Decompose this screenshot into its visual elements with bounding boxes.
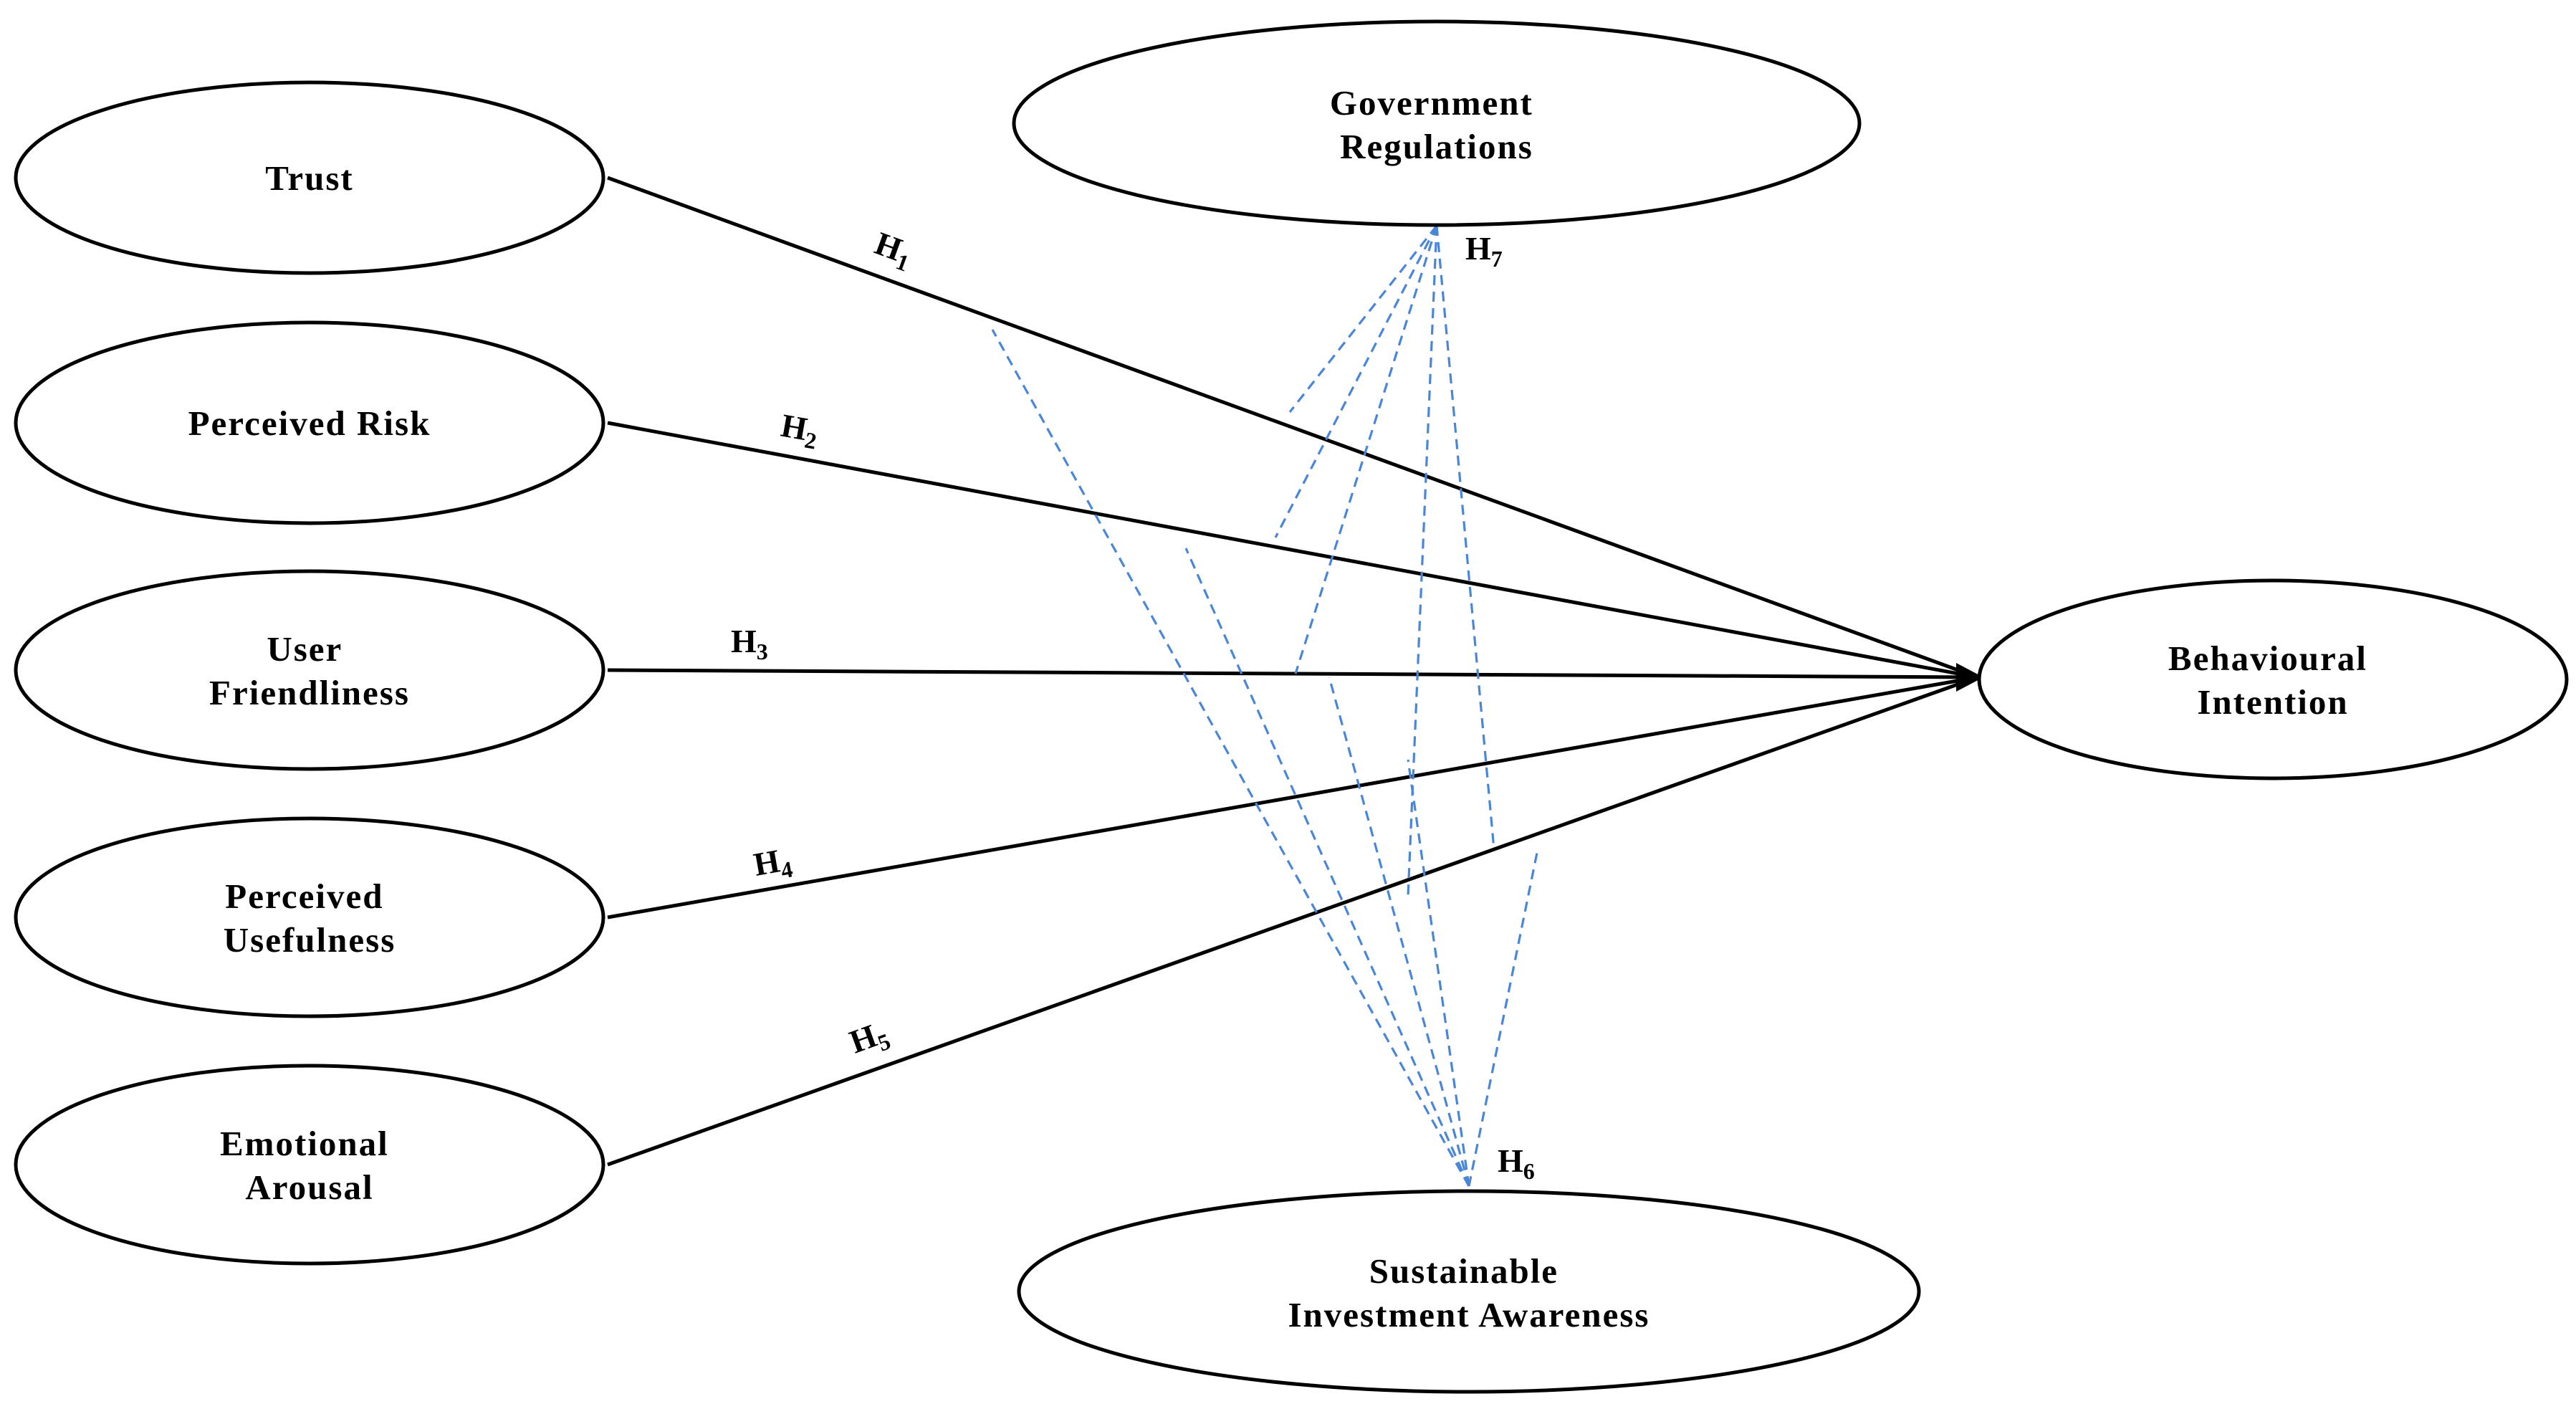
node-perceived-risk-label: Perceived Risk (188, 403, 431, 443)
solid-paths (607, 176, 1983, 1167)
node-government-regulations-line1: Government (1330, 83, 1533, 123)
hypothesis-label-h7: H7 (1465, 230, 1503, 272)
dashed-gov-1 (1288, 225, 1438, 413)
node-trust: Trust (14, 80, 605, 275)
hypothesis-label-h6: H6 (1498, 1142, 1535, 1184)
h4-letter: H (751, 842, 782, 882)
dashed-sia-3 (1328, 677, 1470, 1187)
node-sia-line2: Investment Awareness (1288, 1295, 1649, 1334)
node-perceived-risk: Perceived Risk (14, 320, 605, 525)
dashed-gov-5 (1435, 225, 1495, 850)
h2-sub: 2 (803, 427, 818, 454)
path-risk-to-intention (607, 421, 1978, 679)
hypothesis-label-h2: H2 (777, 407, 821, 454)
path-friendliness-to-intention (607, 668, 1978, 679)
h3-letter: H (731, 623, 757, 659)
dashed-gov-2 (1274, 225, 1438, 538)
node-user-friendliness: User Friendliness (14, 569, 605, 771)
node-sustainable-investment-awareness: Sustainable Investment Awareness (1017, 1189, 1921, 1394)
path-trust-to-intention (607, 176, 1978, 679)
dashed-sia-2 (1184, 548, 1470, 1187)
svg-text:Trust: Trust (265, 158, 353, 198)
hypothesis-label-h3: H3 (731, 623, 768, 664)
node-trust-label: Trust (265, 158, 353, 198)
hypothesis-label-h1: H1 (868, 224, 917, 276)
node-sia-line1: Sustainable (1369, 1251, 1558, 1291)
node-perceived-usefulness-line1: Perceived (225, 877, 383, 916)
node-government-regulations-line2: Regulations (1340, 127, 1533, 166)
hypothesis-label-h5: H5 (845, 1013, 894, 1065)
dashed-gov-3 (1294, 225, 1438, 674)
node-emotional-arousal-line1: Emotional (220, 1124, 389, 1163)
svg-text:Perceived Usefulness: Perceived Usefulness (224, 877, 396, 960)
h7-sub: 7 (1491, 246, 1503, 272)
svg-text:User Friendliness: User Friendliness (209, 629, 410, 712)
arrowhead-intention (1956, 663, 1983, 692)
node-behavioural-intention: Behavioural Intention (1977, 578, 2569, 780)
node-perceived-usefulness-line2: Usefulness (224, 920, 396, 960)
h6-sub: 6 (1523, 1158, 1535, 1184)
h7-letter: H (1465, 230, 1491, 267)
node-behavioural-intention-line2: Intention (2197, 682, 2348, 722)
node-user-friendliness-line2: Friendliness (209, 673, 410, 712)
svg-text:Government Regulations: Government Regulations (1330, 83, 1543, 166)
svg-text:Behavioural Intention: Behavioural Intention (2168, 639, 2378, 722)
node-emotional-arousal-line2: Arousal (245, 1167, 373, 1207)
moderation-paths (991, 225, 1538, 1187)
h3-sub: 3 (757, 639, 768, 664)
svg-text:Perceived Risk: Perceived Risk (188, 403, 431, 443)
node-perceived-usefulness: Perceived Usefulness (14, 816, 605, 1018)
dashed-sia-5 (1467, 852, 1538, 1187)
path-arousal-to-intention (607, 675, 1978, 1167)
node-behavioural-intention-line1: Behavioural (2168, 639, 2367, 678)
svg-text:Emotional Arousal: Emotional Arousal (220, 1124, 399, 1207)
hypothesis-label-h4: H4 (751, 841, 795, 888)
svg-text:Sustainable Investment A: Sustainable Investment Awareness (1288, 1251, 1649, 1334)
dashed-gov-4 (1407, 225, 1438, 897)
path-usefulness-to-intention (607, 675, 1978, 920)
dashed-sia-4 (1407, 759, 1470, 1187)
h6-letter: H (1498, 1142, 1523, 1179)
node-user-friendliness-line1: User (267, 629, 342, 669)
h4-sub: 4 (779, 856, 795, 883)
node-government-regulations: Government Regulations (1012, 19, 1862, 227)
node-emotional-arousal: Emotional Arousal (14, 1064, 605, 1266)
dashed-sia-1 (991, 329, 1470, 1187)
